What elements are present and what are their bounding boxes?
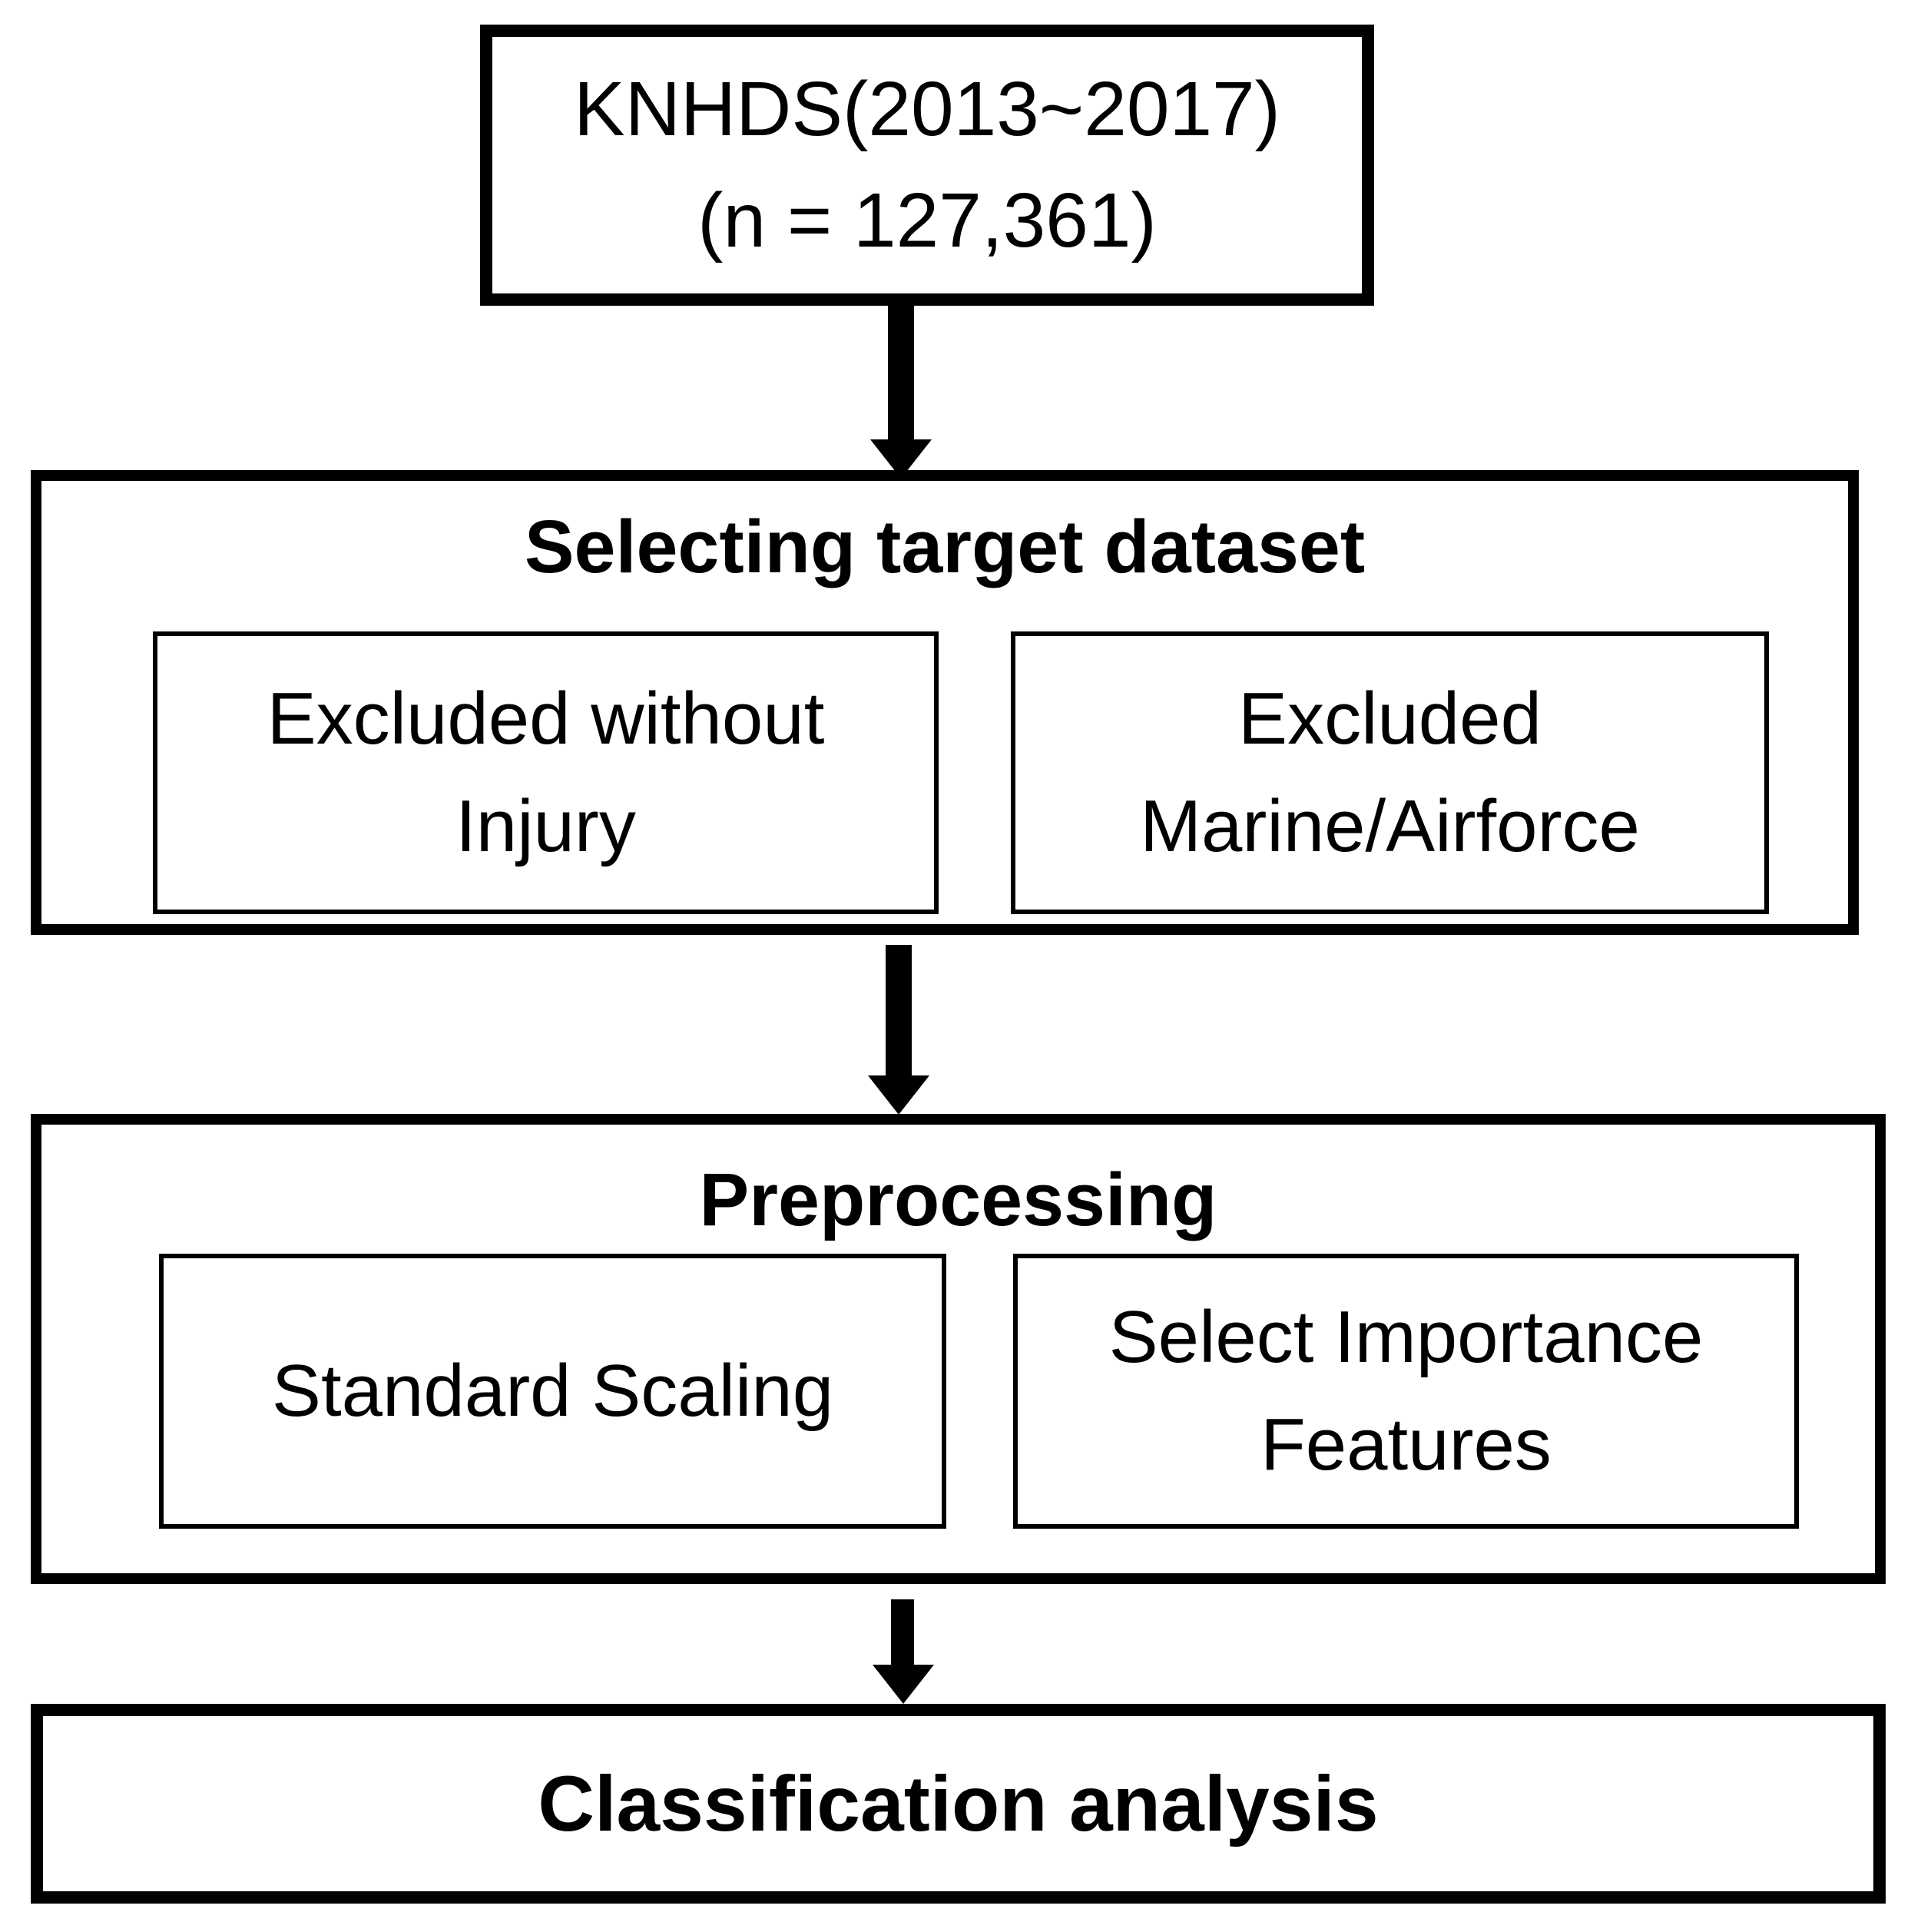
stage-preprocessing-title: Preprocessing bbox=[699, 1158, 1217, 1241]
exclusion-injury-line1: Excluded without bbox=[267, 678, 825, 760]
exclusion-box-without-injury: Excluded without Injury bbox=[153, 631, 939, 914]
stage-preprocessing: Preprocessing Standard Scaling Select Im… bbox=[31, 1114, 1886, 1584]
preprocess-box-select-importance-features: Select Importance Features bbox=[1013, 1254, 1799, 1529]
classification-analysis-box: Classification analysis bbox=[31, 1704, 1886, 1904]
down-arrow-2-shaft bbox=[886, 945, 912, 1077]
exclusion-injury-line2: Injury bbox=[455, 785, 636, 867]
preprocess-box-standard-scaling: Standard Scaling bbox=[159, 1254, 946, 1529]
classification-analysis-label: Classification analysis bbox=[538, 1759, 1379, 1847]
dataset-name: KNHDS(2013~2017) bbox=[574, 66, 1280, 152]
down-arrow-3-shaft bbox=[891, 1599, 914, 1665]
down-arrow-3-head bbox=[873, 1665, 934, 1704]
dataset-source-box: KNHDS(2013~2017) (n = 127,361) bbox=[480, 25, 1374, 306]
select-features-line2: Features bbox=[1260, 1403, 1552, 1486]
exclusion-marine-line2: Marine/Airforce bbox=[1140, 785, 1640, 867]
down-arrow-1-shaft bbox=[888, 306, 914, 441]
dataset-sample-size: (n = 127,361) bbox=[697, 177, 1157, 263]
standard-scaling-line1: Standard Scaling bbox=[271, 1350, 834, 1432]
exclusion-marine-line1: Excluded bbox=[1238, 678, 1542, 760]
select-features-line1: Select Importance bbox=[1108, 1296, 1704, 1378]
stage-selecting-target-dataset: Selecting target dataset Excluded withou… bbox=[31, 470, 1859, 935]
down-arrow-2-head bbox=[868, 1075, 929, 1115]
exclusion-box-marine-airforce: Excluded Marine/Airforce bbox=[1011, 631, 1769, 914]
stage-selecting-title: Selecting target dataset bbox=[524, 505, 1366, 588]
